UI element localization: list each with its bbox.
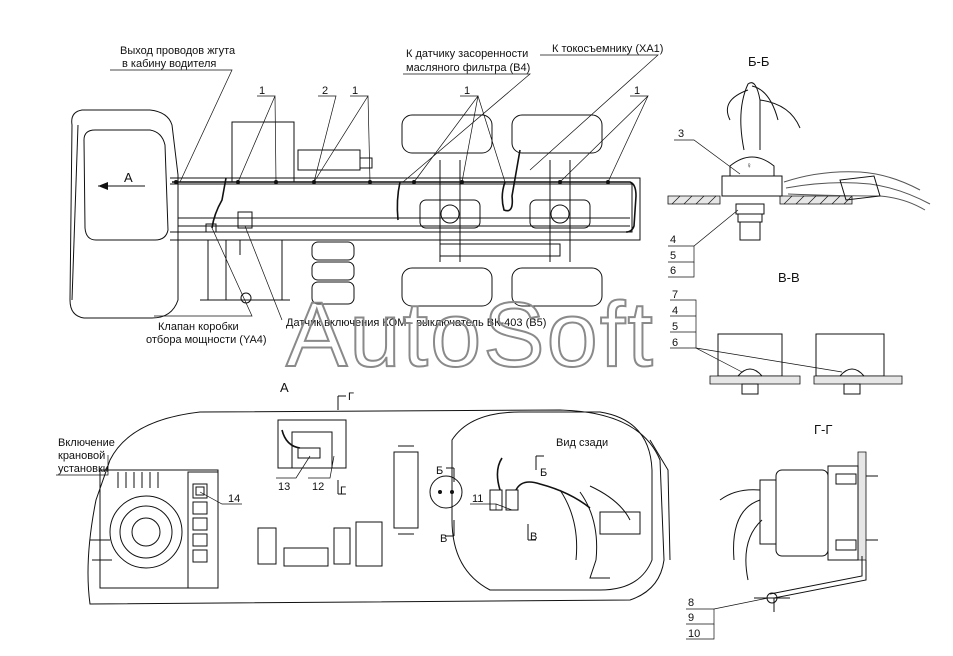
section-bb-title: Б-Б xyxy=(748,54,769,69)
pos-vv-4: 4 xyxy=(672,305,678,317)
watermark: AutoSoft xyxy=(286,284,655,386)
svg-text:♀: ♀ xyxy=(746,161,752,170)
current-collector-label: К токосъемнику (ХА1) xyxy=(552,43,663,55)
arrow-a-label: А xyxy=(124,170,133,185)
rear-view-label: Вид сзади xyxy=(556,437,608,449)
pos-a-12: 12 xyxy=(312,481,324,493)
pos-bb-4: 4 xyxy=(670,234,676,246)
pos-gg-8: 8 xyxy=(688,597,694,609)
mark-b-right: Б xyxy=(540,467,547,479)
pos-bb-5: 5 xyxy=(670,250,676,262)
crane-switch-line3: установки xyxy=(58,463,109,475)
pos-a-11: 11 xyxy=(472,493,483,505)
kom-sensor-label: Датчик включения КОМ - выключатель ВК-40… xyxy=(286,317,546,329)
harness-exit-line1: Выход проводов жгута xyxy=(120,45,236,57)
pos-gg-10: 10 xyxy=(688,628,700,640)
mark-b-left: Б xyxy=(436,465,443,477)
pos-vv-6: 6 xyxy=(672,337,678,349)
pos-a-13: 13 xyxy=(278,481,290,493)
harness-exit-line2: в кабину водителя xyxy=(122,58,216,70)
mark-v-right: В xyxy=(530,531,537,543)
crane-switch-line2: крановой xyxy=(58,450,105,462)
section-vv-title: В-В xyxy=(778,270,800,285)
section-gg-title: Г-Г xyxy=(814,422,832,437)
oil-filter-sensor-line1: К датчику засоренности xyxy=(406,48,528,60)
pos-top-1d: 1 xyxy=(634,85,640,97)
pos-vv-7: 7 xyxy=(672,289,678,301)
pos-top-2: 2 xyxy=(322,85,328,97)
view-a-title: А xyxy=(280,380,289,395)
mark-g-top: Г xyxy=(348,391,354,403)
pto-valve-line2: отбора мощности (YA4) xyxy=(146,334,267,346)
section-bb: Б-Б ♀ 3 4 5 6 xyxy=(667,54,931,278)
mark-v-left: В xyxy=(440,533,447,545)
pos-a-14: 14 xyxy=(228,493,240,505)
pos-gg-9: 9 xyxy=(688,612,694,624)
top-callouts: Выход проводов жгута в кабину водителя К… xyxy=(120,43,663,346)
chassis-top-view: А xyxy=(69,54,659,321)
section-vv: В-В 7 4 5 6 xyxy=(670,270,903,395)
pos-bb-3: 3 xyxy=(678,128,684,140)
pos-bb-6: 6 xyxy=(670,265,676,277)
section-gg: Г-Г 8 9 10 xyxy=(686,422,878,640)
pos-vv-5: 5 xyxy=(672,321,678,333)
wire-harness xyxy=(172,181,637,233)
mark-g-bottom: Г xyxy=(340,485,346,497)
crane-switch-line1: Включение xyxy=(58,437,115,449)
view-a-dashboard: А xyxy=(56,380,671,605)
pos-top-1c: 1 xyxy=(464,85,470,97)
oil-filter-sensor-line2: масляного фильтра (В4) xyxy=(406,62,530,74)
pos-top-1b: 1 xyxy=(352,85,358,97)
pto-valve-line1: Клапан коробки xyxy=(158,321,239,333)
pos-top-1a: 1 xyxy=(259,85,265,97)
